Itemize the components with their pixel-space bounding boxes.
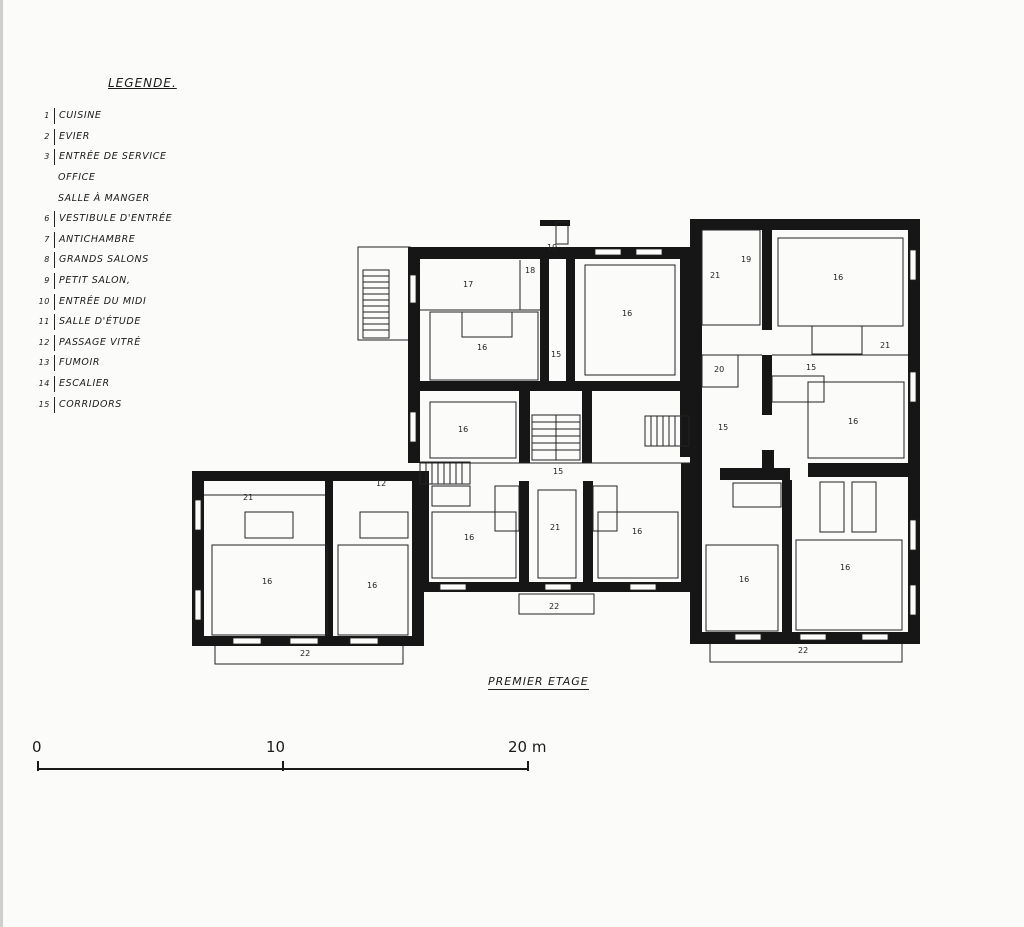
room-label: 21 <box>710 271 720 280</box>
room-label: 22 <box>798 646 808 655</box>
room-label: 15 <box>551 350 561 359</box>
room-label: 16 <box>262 577 272 586</box>
legend-item: 9 PETIT SALON, <box>30 271 172 292</box>
room-label: 15 <box>718 423 728 432</box>
room-label: 21 <box>550 523 560 532</box>
legend-item-number: 1 <box>30 108 55 125</box>
legend-list: 1 CUISINE 2 EVIER 3 ENTRÉE DE SERVICE OFFIC… <box>30 106 172 415</box>
room-label: 16 <box>622 309 632 318</box>
room-label: 20 <box>714 365 724 374</box>
legend-item-number: 7 <box>30 231 55 248</box>
legend-item: 15 CORRIDORS <box>30 394 172 415</box>
room-label: 15 <box>806 363 816 372</box>
legend-item-label: ENTRÉE DE SERVICE <box>59 151 167 163</box>
interior-stair <box>644 415 690 447</box>
room-label: 16 <box>477 343 487 352</box>
legend-item: 1 CUISINE <box>30 106 172 127</box>
legend-item-label: PETIT SALON, <box>59 275 131 287</box>
legend-item-number: 13 <box>30 355 55 372</box>
legend-item: 2 EVIER <box>30 127 172 148</box>
legend-item-number: 3 <box>30 149 55 166</box>
room-label: 16 <box>848 417 858 426</box>
legend-item: 6 VESTIBULE D'ENTRÉE <box>30 209 172 230</box>
legend-item: 12 PASSAGE VITRÉ <box>30 333 172 354</box>
legend-item-label: CUISINE <box>59 110 102 122</box>
legend-item-label: SALLE À MANGER <box>58 192 150 204</box>
room-label: 16 <box>739 575 749 584</box>
legend-item-number: 11 <box>30 314 55 331</box>
room-label: 16 <box>464 533 474 542</box>
interior-details <box>204 221 908 636</box>
room-label: 17 <box>463 280 473 289</box>
legend-item: OFFICE <box>30 168 172 189</box>
legend-item: 8 GRANDS SALONS <box>30 250 172 271</box>
legend-item: 11 SALLE D'ÉTUDE <box>30 312 172 333</box>
room-label: 19 <box>741 255 751 264</box>
exterior-stair <box>357 246 411 341</box>
room-label: 16 <box>458 425 468 434</box>
room-label: 16 <box>367 581 377 590</box>
room-label: 21 <box>243 493 253 502</box>
room-label: 18 <box>525 266 535 275</box>
room-label: 15 <box>553 467 563 476</box>
scale-label-end: 20 m <box>508 738 547 756</box>
legend-item-number: 8 <box>30 252 55 269</box>
legend-item-number: 10 <box>30 293 55 310</box>
room-label: 19 <box>547 243 557 252</box>
legend-item-label: ENTRÉE DU MIDI <box>59 295 147 307</box>
legend-item: 13 FUMOIR <box>30 353 172 374</box>
legend-title: LEGENDE. <box>108 76 177 90</box>
room-labels: 16 16 21 12 17 18 19 16 16 15 16 15 16 2… <box>243 243 890 658</box>
legend-item-number: 15 <box>30 396 55 413</box>
room-label: 21 <box>880 341 890 350</box>
room-label: 12 <box>376 479 386 488</box>
legend-item-number: 12 <box>30 334 55 351</box>
scale-label-zero: 0 <box>32 738 42 756</box>
legend-item-label: OFFICE <box>58 172 96 184</box>
legend-item-label: ANTICHAMBRE <box>59 233 136 245</box>
legend-item-label: EVIER <box>59 130 90 142</box>
legend-item-label: PASSAGE VITRÉ <box>59 336 141 348</box>
room-label: 16 <box>840 563 850 572</box>
room-label: 16 <box>632 527 642 536</box>
legend-item-number: 2 <box>30 128 55 145</box>
room-label: 22 <box>300 649 310 658</box>
legend-item: 7 ANTICHAMBRE <box>30 230 172 251</box>
room-label: 16 <box>833 273 843 282</box>
legend-item-label: GRANDS SALONS <box>59 254 149 266</box>
legend-item-number: 14 <box>30 376 55 393</box>
legend-item-label: SALLE D'ÉTUDE <box>59 316 141 328</box>
scan-edge <box>0 0 3 927</box>
legend-item-label: VESTIBULE D'ENTRÉE <box>59 213 173 225</box>
legend-item: 14 ESCALIER <box>30 374 172 395</box>
legend-item-number: 6 <box>30 211 55 228</box>
legend-item-label: CORRIDORS <box>59 398 122 410</box>
legend-item: 3 ENTRÉE DE SERVICE <box>30 147 172 168</box>
interior-stair <box>419 461 471 485</box>
legend-item: SALLE À MANGER <box>30 188 172 209</box>
windows <box>194 248 917 645</box>
scale-bar <box>37 761 529 771</box>
legend-item-label: ESCALIER <box>59 378 110 390</box>
room-label: 22 <box>549 602 559 611</box>
legend-item-number: 9 <box>30 273 55 290</box>
scale-label-mid: 10 <box>266 738 286 756</box>
legend-item-label: FUMOIR <box>59 357 101 369</box>
plan-caption: PREMIER ETAGE <box>488 675 589 690</box>
interior-stair <box>531 414 581 461</box>
legend-item: 10 ENTRÉE DU MIDI <box>30 291 172 312</box>
